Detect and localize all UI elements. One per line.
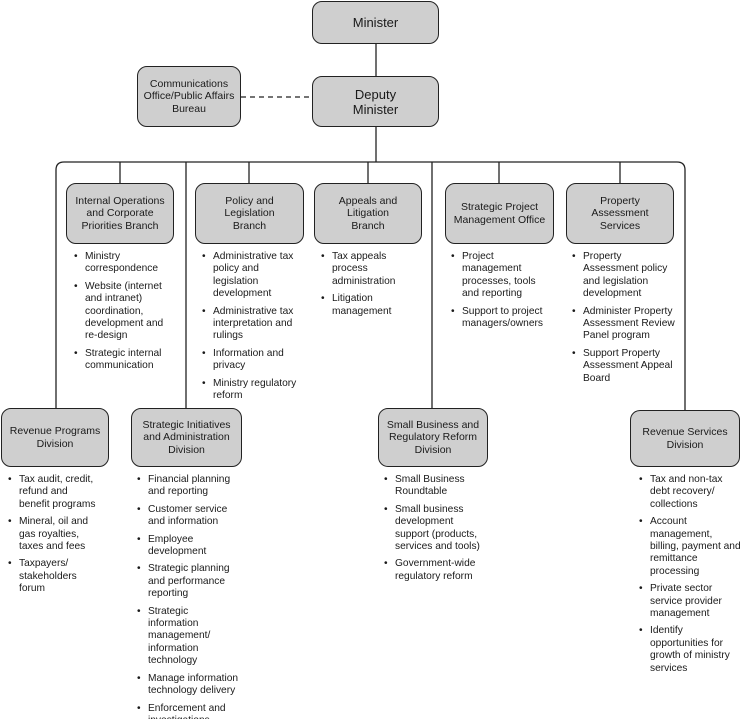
strategic-initiatives-list: Financial planning and reporting Custome… xyxy=(137,474,257,719)
list-item: Account management, billing, payment and… xyxy=(639,516,745,578)
appeals-litigation-list: Tax appeals process administration Litig… xyxy=(321,251,429,323)
list-item: Financial planning and reporting xyxy=(137,474,257,499)
list-item: Identify opportunities for growth of min… xyxy=(639,625,745,675)
list-item: Ministry correspondence xyxy=(74,251,184,276)
list-item: Support to project managers/owners xyxy=(451,306,561,331)
internal-operations-list: Ministry correspondence Website (interne… xyxy=(74,251,184,378)
revenue-services-list: Tax and non-tax debt recovery/ collectio… xyxy=(639,474,745,680)
list-item: Small Business Roundtable xyxy=(384,474,504,499)
branch-property-assessment: Property Assessment Services xyxy=(566,183,674,244)
list-item: Strategic internal communication xyxy=(74,348,184,373)
list-item: Information and privacy xyxy=(202,348,314,373)
division-small-business: Small Business and Regulatory Reform Div… xyxy=(378,408,488,467)
main-bus-connector xyxy=(55,161,686,410)
list-item: Customer service and information xyxy=(137,504,257,529)
list-item: Government-wide regulatory reform xyxy=(384,558,504,583)
deputy-minister-box: Deputy Minister xyxy=(312,76,439,127)
property-assessment-list: Property Assessment policy and legislati… xyxy=(572,251,686,390)
branch-appeals-litigation: Appeals and Litigation Branch xyxy=(314,183,422,244)
list-item: Tax and non-tax debt recovery/ collectio… xyxy=(639,474,745,511)
list-item: Property Assessment policy and legislati… xyxy=(572,251,686,301)
division-strategic-initiatives: Strategic Initiatives and Administration… xyxy=(131,408,242,467)
list-item: Strategic planning and performance repor… xyxy=(137,563,257,600)
revenue-programs-list: Tax audit, credit, refund and benefit pr… xyxy=(8,474,120,601)
list-item: Ministry regulatory reform xyxy=(202,378,314,403)
policy-legislation-list: Administrative tax policy and legislatio… xyxy=(202,251,314,407)
list-item: Tax appeals process administration xyxy=(321,251,429,288)
list-item: Administrative tax policy and legislatio… xyxy=(202,251,314,301)
communications-office-box: Communications Office/Public Affairs Bur… xyxy=(137,66,241,127)
division-revenue-programs: Revenue Programs Division xyxy=(1,408,109,467)
branch-strategic-project-management: Strategic Project Management Office xyxy=(445,183,554,244)
list-item: Small business development support (prod… xyxy=(384,504,504,554)
minister-box: Minister xyxy=(312,1,439,44)
list-item: Manage information technology delivery xyxy=(137,673,257,698)
list-item: Strategic information management/ inform… xyxy=(137,606,257,668)
list-item: Administrative tax interpretation and ru… xyxy=(202,306,314,343)
list-item: Employee development xyxy=(137,534,257,559)
small-business-list: Small Business Roundtable Small business… xyxy=(384,474,504,588)
list-item: Taxpayers/ stakeholders forum xyxy=(8,558,120,595)
division-revenue-services: Revenue Services Division xyxy=(630,410,740,467)
list-item: Support Property Assessment Appeal Board xyxy=(572,348,686,385)
list-item: Project management processes, tools and … xyxy=(451,251,561,301)
list-item: Litigation management xyxy=(321,293,429,318)
branch-internal-operations: Internal Operations and Corporate Priori… xyxy=(66,183,174,244)
list-item: Administer Property Assessment Review Pa… xyxy=(572,306,686,343)
list-item: Website (internet and intranet) coordina… xyxy=(74,281,184,343)
list-item: Tax audit, credit, refund and benefit pr… xyxy=(8,474,120,511)
branch-policy-legislation: Policy and Legislation Branch xyxy=(195,183,304,244)
list-item: Enforcement and investigations xyxy=(137,703,257,719)
list-item: Mineral, oil and gas royalties, taxes an… xyxy=(8,516,120,553)
list-item: Private sector service provider manageme… xyxy=(639,583,745,620)
strategic-project-list: Project management processes, tools and … xyxy=(451,251,561,335)
